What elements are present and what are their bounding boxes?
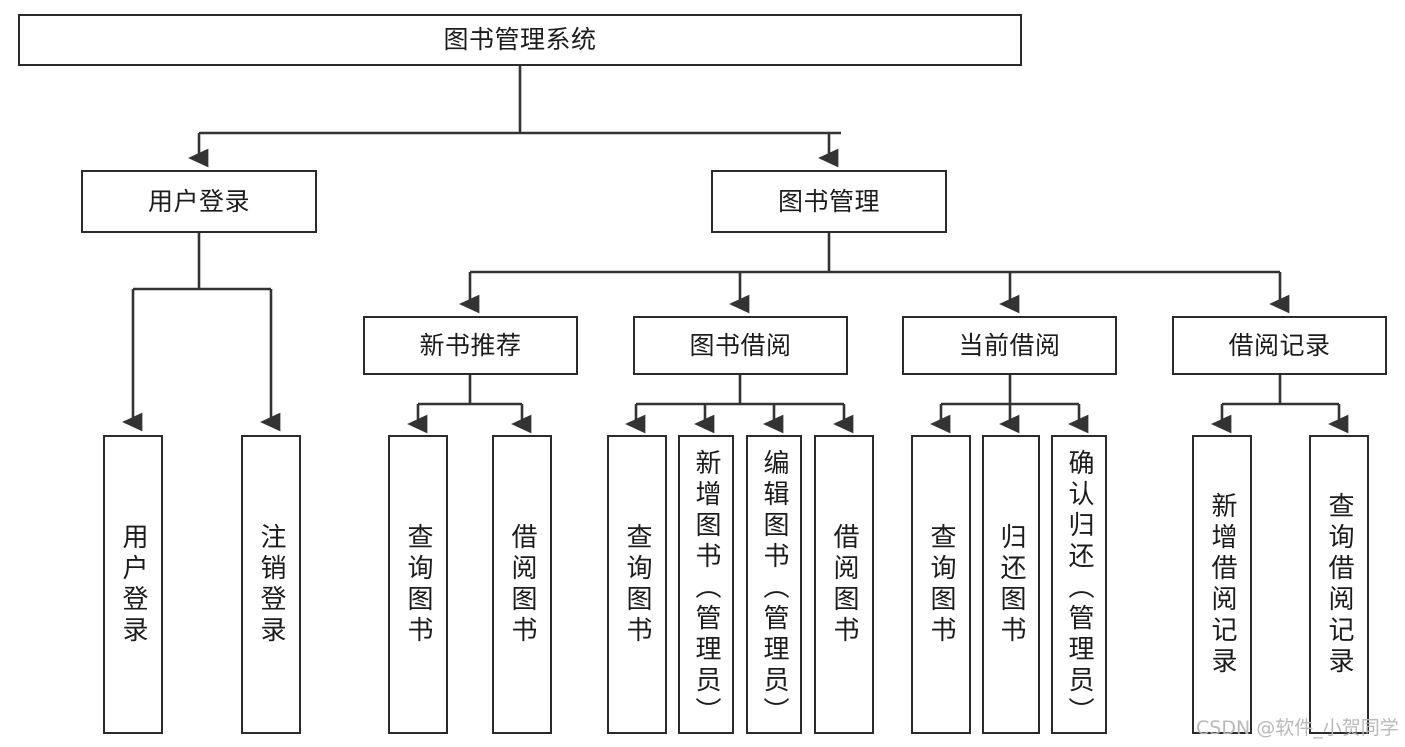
node-current-borrow-label: 当前借阅 <box>958 330 1061 360</box>
csdn-watermark: CSDN @软件_小贺同学 <box>1196 717 1399 739</box>
node-leaf-borrow-book-1-label: 借阅图书 <box>507 522 537 647</box>
node-user-login-label: 用户登录 <box>147 186 250 216</box>
node-leaf-add-book-label: 新增图书（管理员） <box>691 449 721 728</box>
node-leaf-query-record[interactable]: 查询借阅记录 <box>1309 435 1369 734</box>
node-book-borrow[interactable]: 图书借阅 <box>633 316 848 375</box>
node-leaf-query-record-label: 查询借阅记录 <box>1324 491 1354 678</box>
node-book-manage[interactable]: 图书管理 <box>711 170 947 233</box>
node-leaf-edit-book[interactable]: 编辑图书（管理员） <box>746 435 802 734</box>
node-root-label: 图书管理系统 <box>443 25 597 55</box>
node-book-manage-label: 图书管理 <box>777 186 880 216</box>
node-book-borrow-label: 图书借阅 <box>689 330 792 360</box>
node-leaf-edit-book-label: 编辑图书（管理员） <box>759 449 789 728</box>
node-new-book-recommend[interactable]: 新书推荐 <box>363 316 578 375</box>
node-borrow-record[interactable]: 借阅记录 <box>1172 316 1387 375</box>
node-root[interactable]: 图书管理系统 <box>18 14 1022 66</box>
node-leaf-query-book-1[interactable]: 查询图书 <box>388 435 448 734</box>
node-leaf-add-record-label: 新增借阅记录 <box>1207 491 1237 678</box>
node-leaf-borrow-book-2-label: 借阅图书 <box>829 522 859 647</box>
node-leaf-logout-label: 注销登录 <box>256 522 286 647</box>
node-leaf-query-book-2[interactable]: 查询图书 <box>607 435 667 734</box>
node-leaf-borrow-book-1[interactable]: 借阅图书 <box>492 435 552 734</box>
node-leaf-query-book-2-label: 查询图书 <box>622 522 652 647</box>
node-leaf-user-login-label: 用户登录 <box>118 522 148 647</box>
node-leaf-return-book[interactable]: 归还图书 <box>982 435 1040 734</box>
node-leaf-logout[interactable]: 注销登录 <box>241 435 301 734</box>
node-leaf-user-login[interactable]: 用户登录 <box>103 435 163 734</box>
node-user-login[interactable]: 用户登录 <box>81 170 317 233</box>
node-leaf-borrow-book-2[interactable]: 借阅图书 <box>814 435 874 734</box>
node-current-borrow[interactable]: 当前借阅 <box>902 316 1117 375</box>
node-new-book-recommend-label: 新书推荐 <box>419 330 522 360</box>
node-leaf-add-book[interactable]: 新增图书（管理员） <box>678 435 734 734</box>
node-leaf-confirm-return[interactable]: 确认归还（管理员） <box>1051 435 1107 734</box>
node-leaf-query-book-3-label: 查询图书 <box>926 522 956 647</box>
node-borrow-record-label: 借阅记录 <box>1228 330 1331 360</box>
node-leaf-confirm-return-label: 确认归还（管理员） <box>1064 449 1094 728</box>
node-leaf-add-record[interactable]: 新增借阅记录 <box>1192 435 1252 734</box>
node-leaf-query-book-3[interactable]: 查询图书 <box>911 435 971 734</box>
node-leaf-return-book-label: 归还图书 <box>996 522 1026 647</box>
node-leaf-query-book-1-label: 查询图书 <box>403 522 433 647</box>
